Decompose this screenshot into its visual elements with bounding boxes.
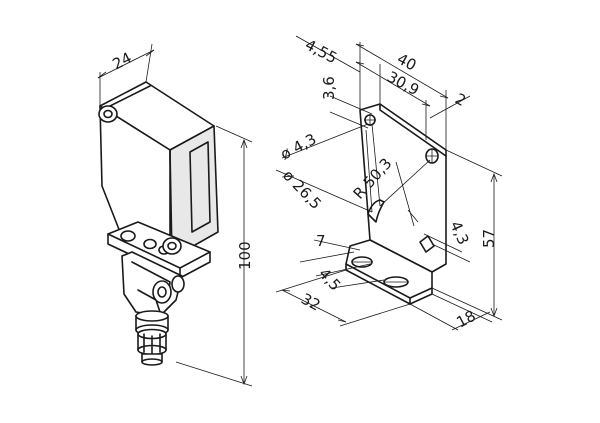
dim-slot-small-label: 4,5 bbox=[315, 265, 344, 295]
dim-hole-offset-label: 3,6 bbox=[320, 76, 338, 100]
dim-base-length-label: 32 bbox=[298, 290, 323, 315]
bracket-slot-icon bbox=[419, 235, 435, 253]
dim-depth-base: 18 bbox=[409, 293, 493, 332]
dim-slot-width-label: 4,3 bbox=[446, 218, 472, 247]
dim-height-total-label: 57 bbox=[480, 229, 498, 248]
sensor-lens-window bbox=[189, 141, 211, 233]
top-screw-icon bbox=[98, 105, 118, 123]
pivot-nut-icon bbox=[171, 275, 185, 293]
plate-hole-icon bbox=[120, 230, 136, 242]
bracket-view: 4,55 40 30,9 2 3,6 ø 4,3 ø 26,5 R 50,3 bbox=[275, 36, 503, 332]
dim-width-label: 24 bbox=[109, 49, 134, 74]
dim-base-offset: 7 bbox=[299, 232, 361, 263]
dim-hole-offset: 3,6 bbox=[320, 76, 373, 129]
dim-height-total: 57 bbox=[431, 149, 503, 321]
dim-offset-top-label: 4,55 bbox=[302, 36, 340, 68]
dim-base-offset-label: 7 bbox=[316, 232, 326, 250]
dim-thickness-label: 2 bbox=[452, 90, 469, 110]
dim-hole-dia: ø 4,3 bbox=[277, 123, 369, 164]
plate-hole-icon bbox=[143, 238, 157, 250]
pivot-bolt-icon bbox=[152, 280, 172, 304]
dim-hole-dia-label: ø 4,3 bbox=[277, 130, 319, 164]
dim-height: 100 bbox=[175, 125, 254, 387]
dim-height-label: 100 bbox=[236, 241, 254, 270]
side-screw-icon bbox=[162, 237, 182, 255]
dim-hole-dist-label: 30,9 bbox=[384, 68, 422, 100]
dim-circle-dia-label: ø 26,5 bbox=[279, 166, 325, 213]
sensor-assembly-view: 24 100 bbox=[97, 43, 254, 387]
cable-gland bbox=[135, 310, 169, 366]
